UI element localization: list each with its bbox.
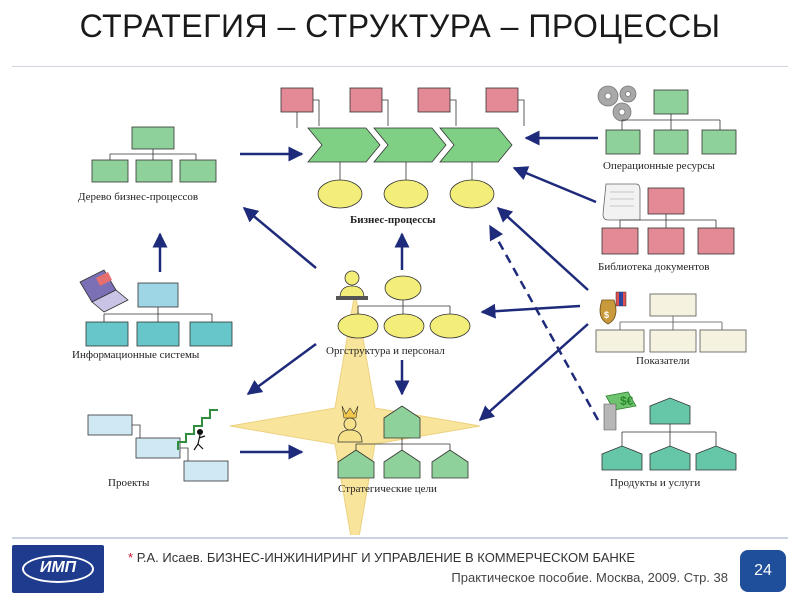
label-process-tree: Дерево бизнес-процессов [78, 191, 198, 203]
citation-line-1: * Р.А. Исаев. БИЗНЕС-ИНЖИНИРИНГ И УПРАВЛ… [128, 550, 635, 565]
label-products-services: Продукты и услуги [610, 477, 700, 489]
label-information-systems: Информационные системы [72, 349, 200, 361]
document-library-group [601, 183, 735, 255]
arrow-indicators-to-processes [496, 206, 589, 291]
laptop-icon [79, 269, 129, 313]
indicators-group: $ [595, 291, 747, 353]
arrows-group [152, 130, 600, 460]
strategic-goals-group [337, 405, 469, 479]
title-divider [12, 66, 788, 67]
citation-text: Р.А. Исаев. БИЗНЕС-ИНЖИНИРИНГ И УПРАВЛЕН… [136, 550, 636, 565]
money-bag-icon: $ [599, 291, 627, 325]
strategy-structure-process-diagram: Бизнес-процессы Дерево бизнес-процессов … [72, 85, 747, 535]
arrow-indicators-to-org [480, 303, 581, 319]
products-services-group: $€ [601, 391, 737, 471]
scroll-icon [602, 183, 641, 221]
label-operational-resources: Операционные ресурсы [603, 160, 715, 172]
money-icon: $€ [603, 391, 637, 431]
money-bag-dollar: $ [604, 310, 609, 320]
citation-line-2: Практическое пособие. Москва, 2009. Стр.… [451, 570, 728, 585]
citation-star: * [128, 550, 134, 565]
imp-logo: ИМП [12, 545, 104, 593]
label-org-structure: Оргструктура и персонал [326, 345, 445, 357]
arrow-indicators-to-goals [478, 323, 589, 421]
process-tree-group [91, 126, 217, 183]
label-strategic-goals: Стратегические цели [338, 483, 437, 495]
logo-oval-shape [22, 555, 94, 583]
king-icon [337, 405, 363, 443]
money-symbols: $€ [620, 394, 634, 408]
org-structure-group [336, 270, 471, 339]
arrow-org-to-tree [242, 207, 317, 269]
footer-divider [12, 537, 788, 539]
business-processes-group [280, 87, 525, 209]
label-document-library: Библиотека документов [598, 261, 709, 273]
information-systems-group [79, 269, 233, 347]
arrow-products-to-processes-dashed [488, 224, 600, 421]
manager-icon [336, 270, 368, 300]
gears-icon [597, 85, 637, 122]
label-indicators: Показатели [636, 355, 690, 367]
operational-resources-group [597, 85, 737, 155]
slide-title: СТРАТЕГИЯ – СТРУКТУРА – ПРОЦЕССЫ [79, 8, 721, 44]
arrow-library-to-processes [512, 166, 597, 204]
label-projects: Проекты [108, 477, 150, 489]
page-number-badge: 24 [740, 550, 786, 592]
stairs-climber-icon [177, 409, 218, 451]
projects-group [87, 409, 229, 482]
arrow-org-to-infosys [246, 342, 317, 396]
label-business-processes: Бизнес-процессы [350, 214, 436, 226]
logo-text: ИМП [39, 559, 77, 576]
